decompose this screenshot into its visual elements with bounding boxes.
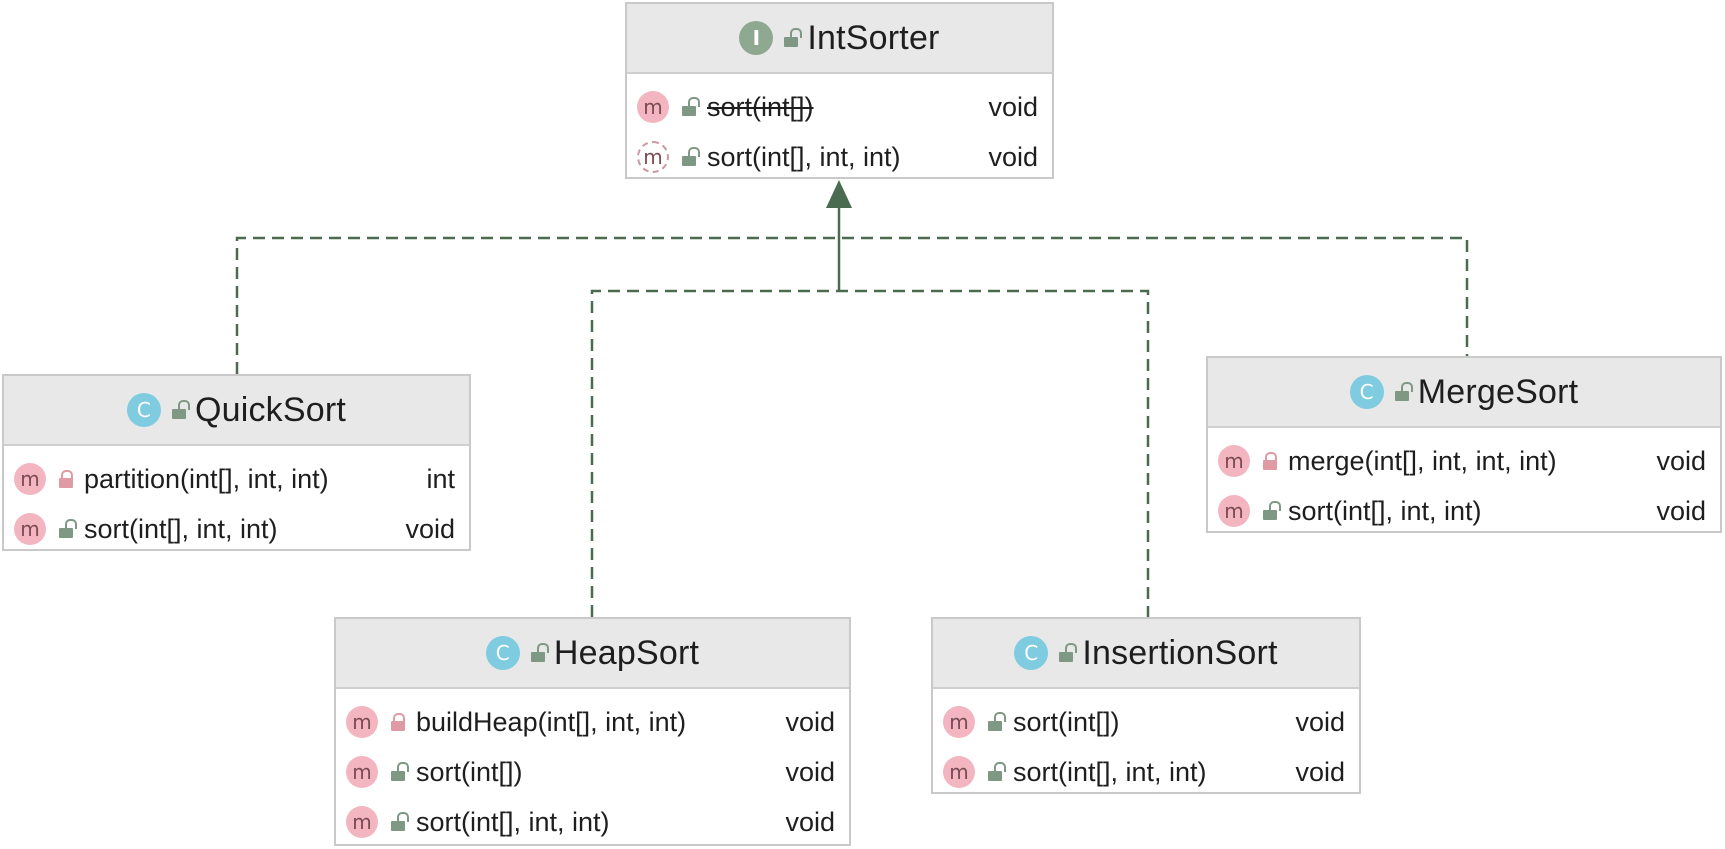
quicksort-title: QuickSort xyxy=(194,390,347,429)
private-lock-icon xyxy=(1262,452,1278,470)
mergesort-title: MergeSort xyxy=(1417,372,1579,411)
method-row[interactable]: m sort(int[], int, int) void xyxy=(1208,486,1720,536)
class-icon: C xyxy=(1349,375,1384,409)
public-lock-icon xyxy=(1262,501,1281,520)
method-row[interactable]: m sort(int[]) void xyxy=(336,747,849,797)
method-signature: sort(int[]) xyxy=(707,91,814,122)
quicksort-box[interactable]: C QuickSort m partition(int[], int, int)… xyxy=(2,374,471,551)
method-icon: m xyxy=(943,706,975,738)
method-return-type: void xyxy=(785,706,835,737)
method-return-type: void xyxy=(1295,706,1345,737)
inheritance-arrowhead xyxy=(826,180,852,208)
heapsort-implements-edge xyxy=(590,289,1150,617)
method-return-type: int xyxy=(426,463,455,494)
method-icon: m xyxy=(1218,445,1250,477)
method-signature: sort(int[], int, int) xyxy=(1288,495,1482,526)
method-return-type: void xyxy=(405,513,455,544)
public-lock-icon xyxy=(171,400,190,419)
method-icon: m xyxy=(637,91,669,123)
method-signature: sort(int[], int, int) xyxy=(1013,756,1207,787)
public-lock-icon xyxy=(1394,382,1413,401)
method-row[interactable]: m merge(int[], int, int, int) void xyxy=(1208,436,1720,486)
public-lock-icon xyxy=(987,762,1006,781)
method-return-type: void xyxy=(1656,495,1706,526)
method-signature: merge(int[], int, int, int) xyxy=(1288,445,1557,476)
method-row[interactable]: m sort(int[], int, int) void xyxy=(933,747,1359,797)
class-icon: C xyxy=(126,393,161,427)
class-icon: C xyxy=(1014,636,1049,670)
method-return-type: void xyxy=(785,756,835,787)
method-return-type: void xyxy=(988,141,1038,172)
insertionsort-title: InsertionSort xyxy=(1082,633,1278,672)
class-icon: C xyxy=(485,636,520,670)
public-lock-icon xyxy=(1058,643,1078,662)
method-icon: m xyxy=(14,513,46,545)
method-row[interactable]: m sort(int[], int, int) void xyxy=(336,797,849,847)
private-lock-icon xyxy=(390,713,406,731)
method-row[interactable]: m sort(int[]) void xyxy=(933,697,1359,747)
heapsort-box[interactable]: C HeapSort m buildHeap(int[], int, int) … xyxy=(334,617,851,846)
method-signature: sort(int[], int, int) xyxy=(84,513,278,544)
method-signature: sort(int[]) xyxy=(1013,706,1120,737)
public-lock-icon xyxy=(390,812,409,831)
public-lock-icon xyxy=(681,97,700,116)
method-return-type: void xyxy=(785,806,835,837)
method-row[interactable]: m sort(int[]) void xyxy=(627,82,1052,132)
method-signature: sort(int[], int, int) xyxy=(416,806,610,837)
intsorter-box[interactable]: I IntSorter m sort(int[]) void m sort(in… xyxy=(625,2,1054,179)
method-row[interactable]: m sort(int[], int, int) void xyxy=(627,132,1052,182)
method-return-type: void xyxy=(1295,756,1345,787)
insertionsort-box[interactable]: C InsertionSort m sort(int[]) void m sor… xyxy=(931,617,1361,794)
public-lock-icon xyxy=(58,519,77,538)
method-return-type: void xyxy=(988,91,1038,122)
method-icon: m xyxy=(14,463,46,495)
public-lock-icon xyxy=(681,147,700,166)
abstract-method-icon: m xyxy=(637,141,669,173)
mergesort-header: C MergeSort xyxy=(1208,358,1720,428)
heapsort-title: HeapSort xyxy=(553,633,700,672)
method-row[interactable]: m sort(int[], int, int) void xyxy=(4,504,469,554)
method-row[interactable]: m buildHeap(int[], int, int) void xyxy=(336,697,849,747)
insertionsort-header: C InsertionSort xyxy=(933,619,1359,689)
method-icon: m xyxy=(943,756,975,788)
public-lock-icon xyxy=(390,762,409,781)
method-icon: m xyxy=(346,806,378,838)
method-icon: m xyxy=(346,756,378,788)
method-return-type: void xyxy=(1656,445,1706,476)
interface-icon: I xyxy=(739,21,774,55)
method-signature: partition(int[], int, int) xyxy=(84,463,329,494)
quicksort-header: C QuickSort xyxy=(4,376,469,446)
intsorter-header: I IntSorter xyxy=(627,4,1052,74)
mergesort-box[interactable]: C MergeSort m merge(int[], int, int, int… xyxy=(1206,356,1722,533)
public-lock-icon xyxy=(987,712,1006,731)
intsorter-title: IntSorter xyxy=(807,18,940,57)
method-signature: sort(int[], int, int) xyxy=(707,141,901,172)
method-icon: m xyxy=(1218,495,1250,527)
method-signature: buildHeap(int[], int, int) xyxy=(416,706,687,737)
method-signature: sort(int[]) xyxy=(416,756,523,787)
quicksort-implements-edge xyxy=(235,236,1469,374)
public-lock-icon xyxy=(783,28,803,47)
method-icon: m xyxy=(346,706,378,738)
method-row[interactable]: m partition(int[], int, int) int xyxy=(4,454,469,504)
public-lock-icon xyxy=(530,643,549,662)
heapsort-header: C HeapSort xyxy=(336,619,849,689)
private-lock-icon xyxy=(58,470,74,488)
